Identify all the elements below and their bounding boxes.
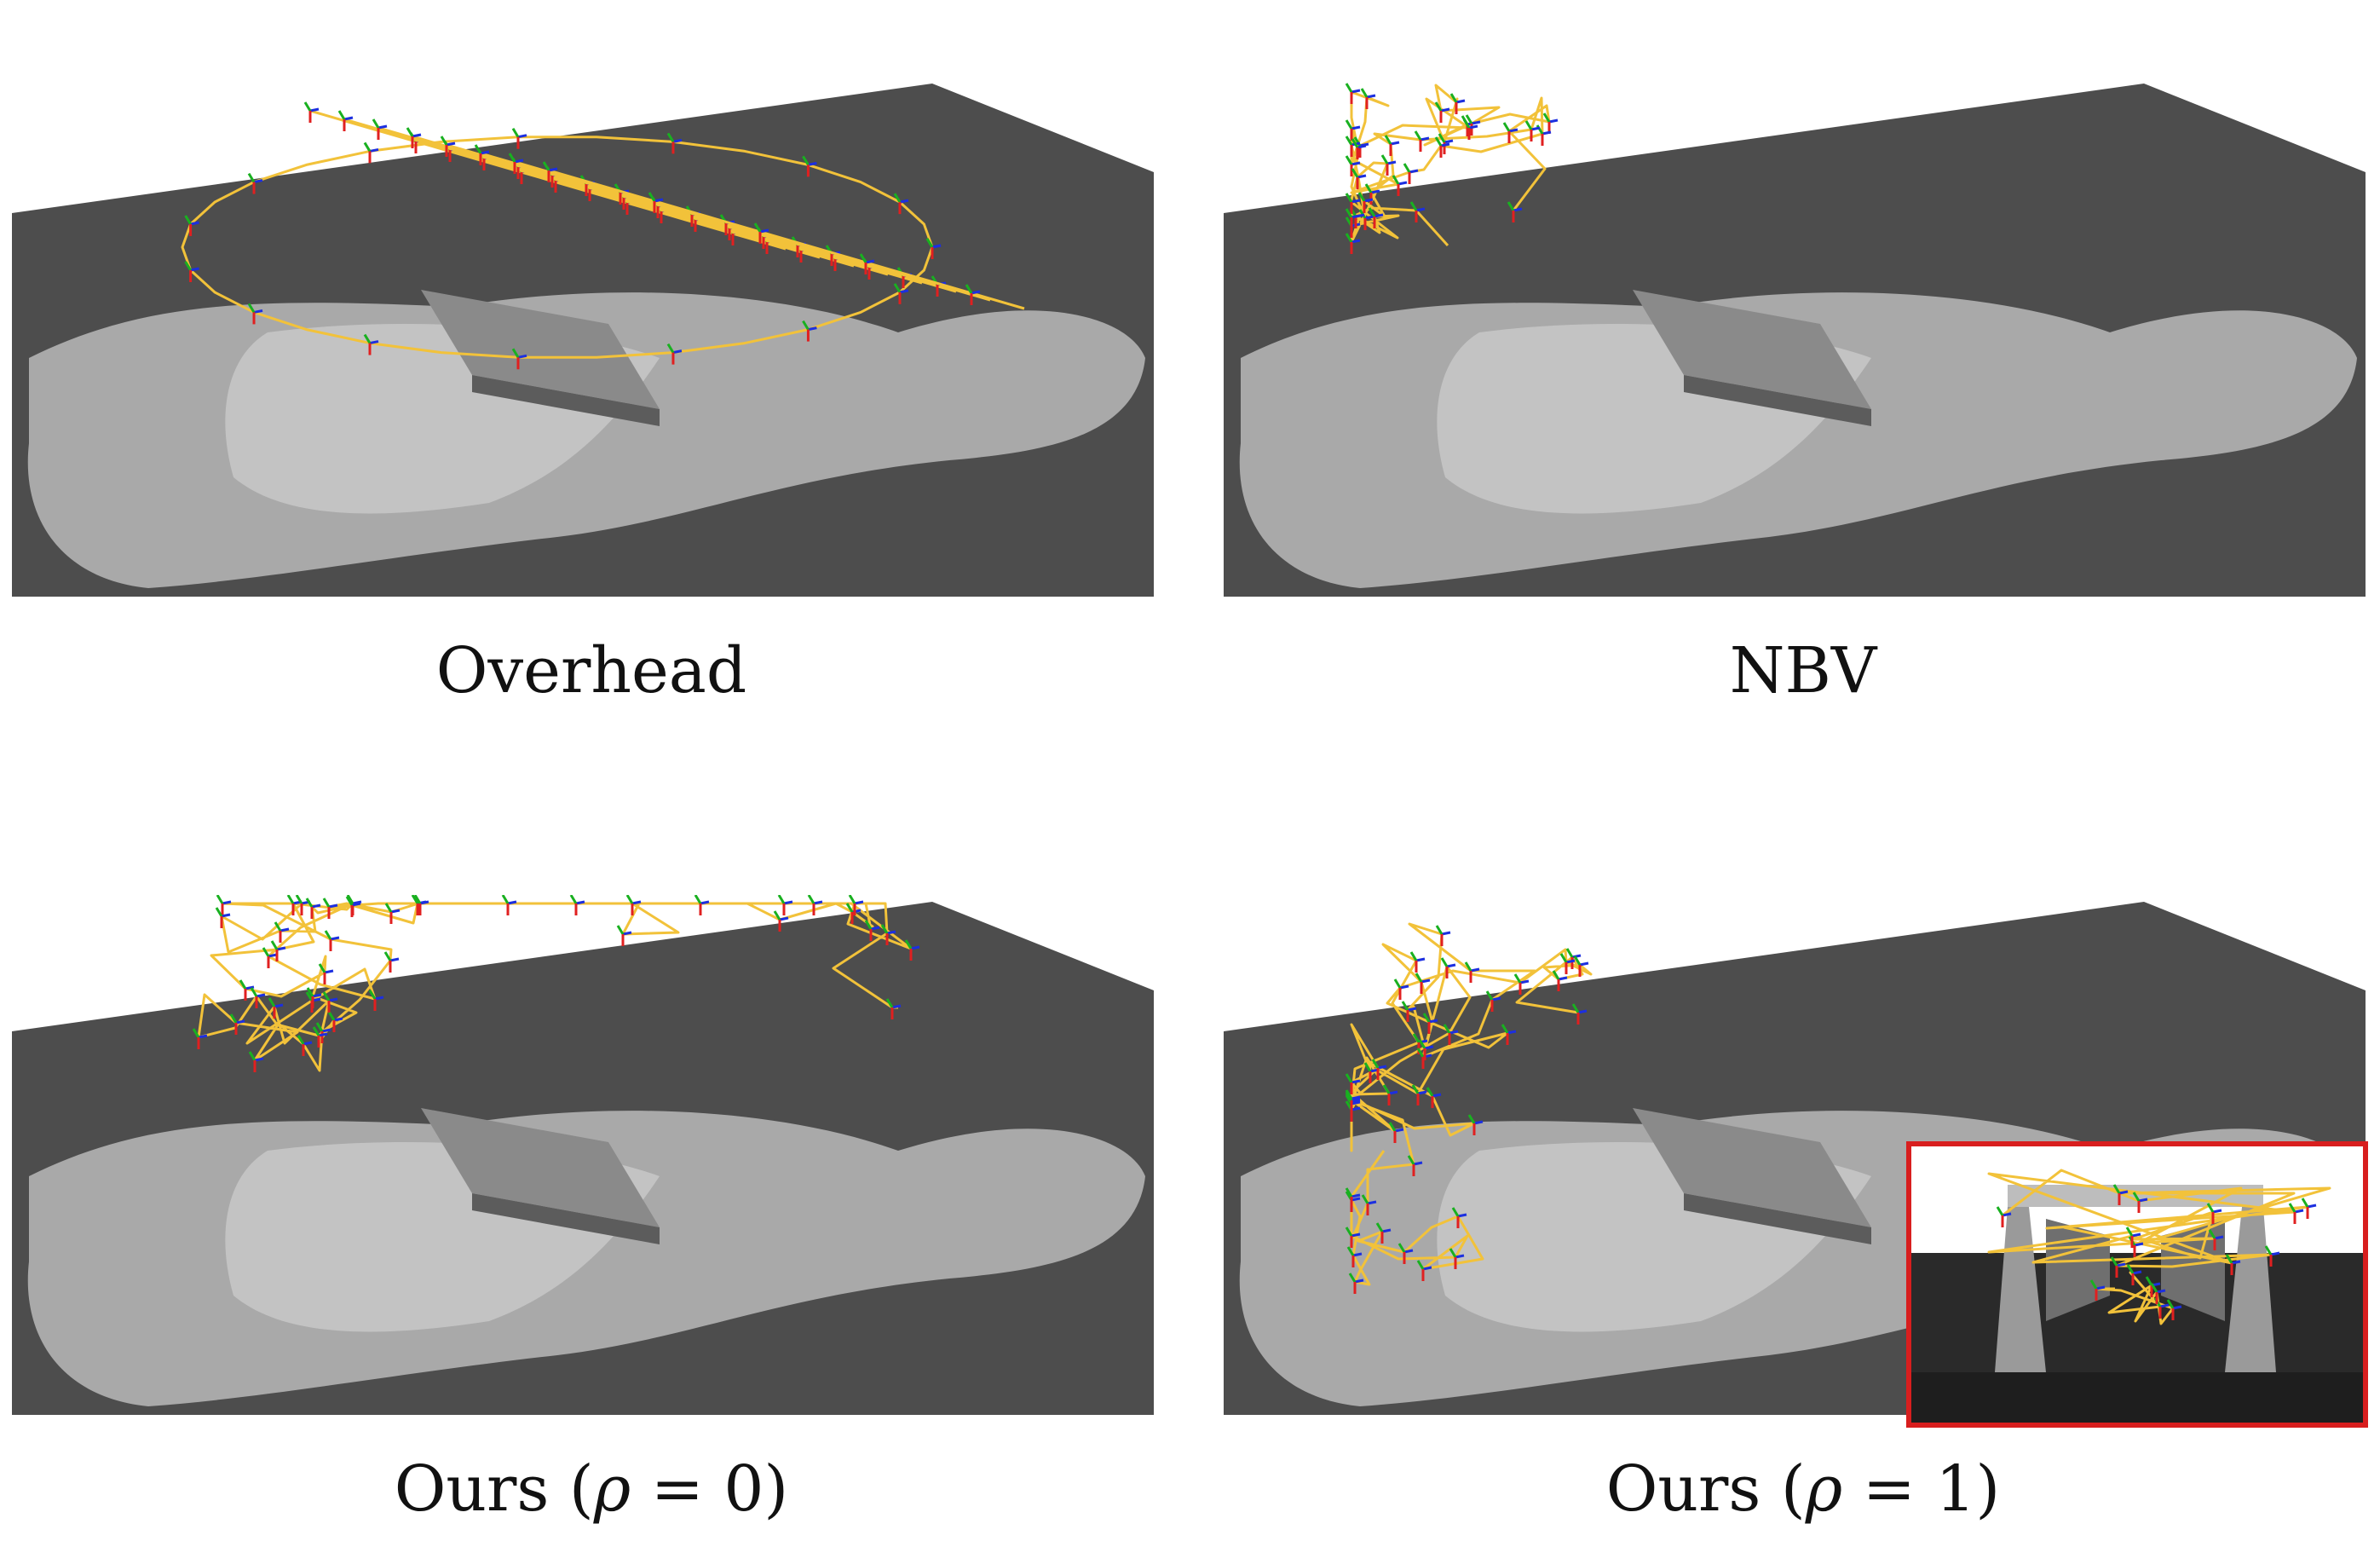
panel-overhead: [12, 77, 1171, 639]
panel-ours-rho-0: [12, 895, 1171, 1458]
trajectory-ours-rho-1: [1345, 922, 1593, 1294]
trajectory-overhead: [181, 101, 1025, 370]
bridge-structure: [421, 290, 660, 426]
panel-nbv: [1224, 77, 2380, 639]
caption-nbv: NBV: [1729, 634, 1877, 707]
caption-overhead: Overhead: [435, 634, 747, 707]
trajectory-nbv: [1345, 83, 1559, 254]
caption-suffix: = 0): [631, 1452, 789, 1526]
caption-prefix: Ours (: [394, 1452, 594, 1526]
bridge-structure: [1633, 1108, 1871, 1244]
inset-bridge-view: [1906, 1141, 2368, 1428]
caption-suffix: = 1): [1842, 1452, 2001, 1526]
caption-prefix: Ours (: [1605, 1452, 1806, 1526]
panel-ours-rho-1: [1224, 895, 2380, 1458]
scene-ours-rho-1: [1224, 902, 2368, 1428]
scene-overhead: [12, 84, 1154, 597]
caption-ours-rho-0: Ours (ρ = 0): [12, 1451, 1171, 1527]
bridge-structure: [421, 1108, 660, 1244]
caption-rho-symbol: ρ: [1805, 1452, 1843, 1526]
caption-ours-rho-1: Ours (ρ = 1): [1224, 1451, 2380, 1527]
scene-nbv: [1224, 83, 2366, 597]
inset-trajectory: [1987, 1169, 2331, 1325]
scene-ours-rho-0: [12, 895, 1154, 1415]
bridge-structure: [1633, 290, 1871, 426]
caption-rho-symbol: ρ: [593, 1452, 631, 1526]
trajectory-ours-rho-0: [192, 895, 920, 1072]
inset-bridge-right-pillar: [2225, 1207, 2276, 1372]
